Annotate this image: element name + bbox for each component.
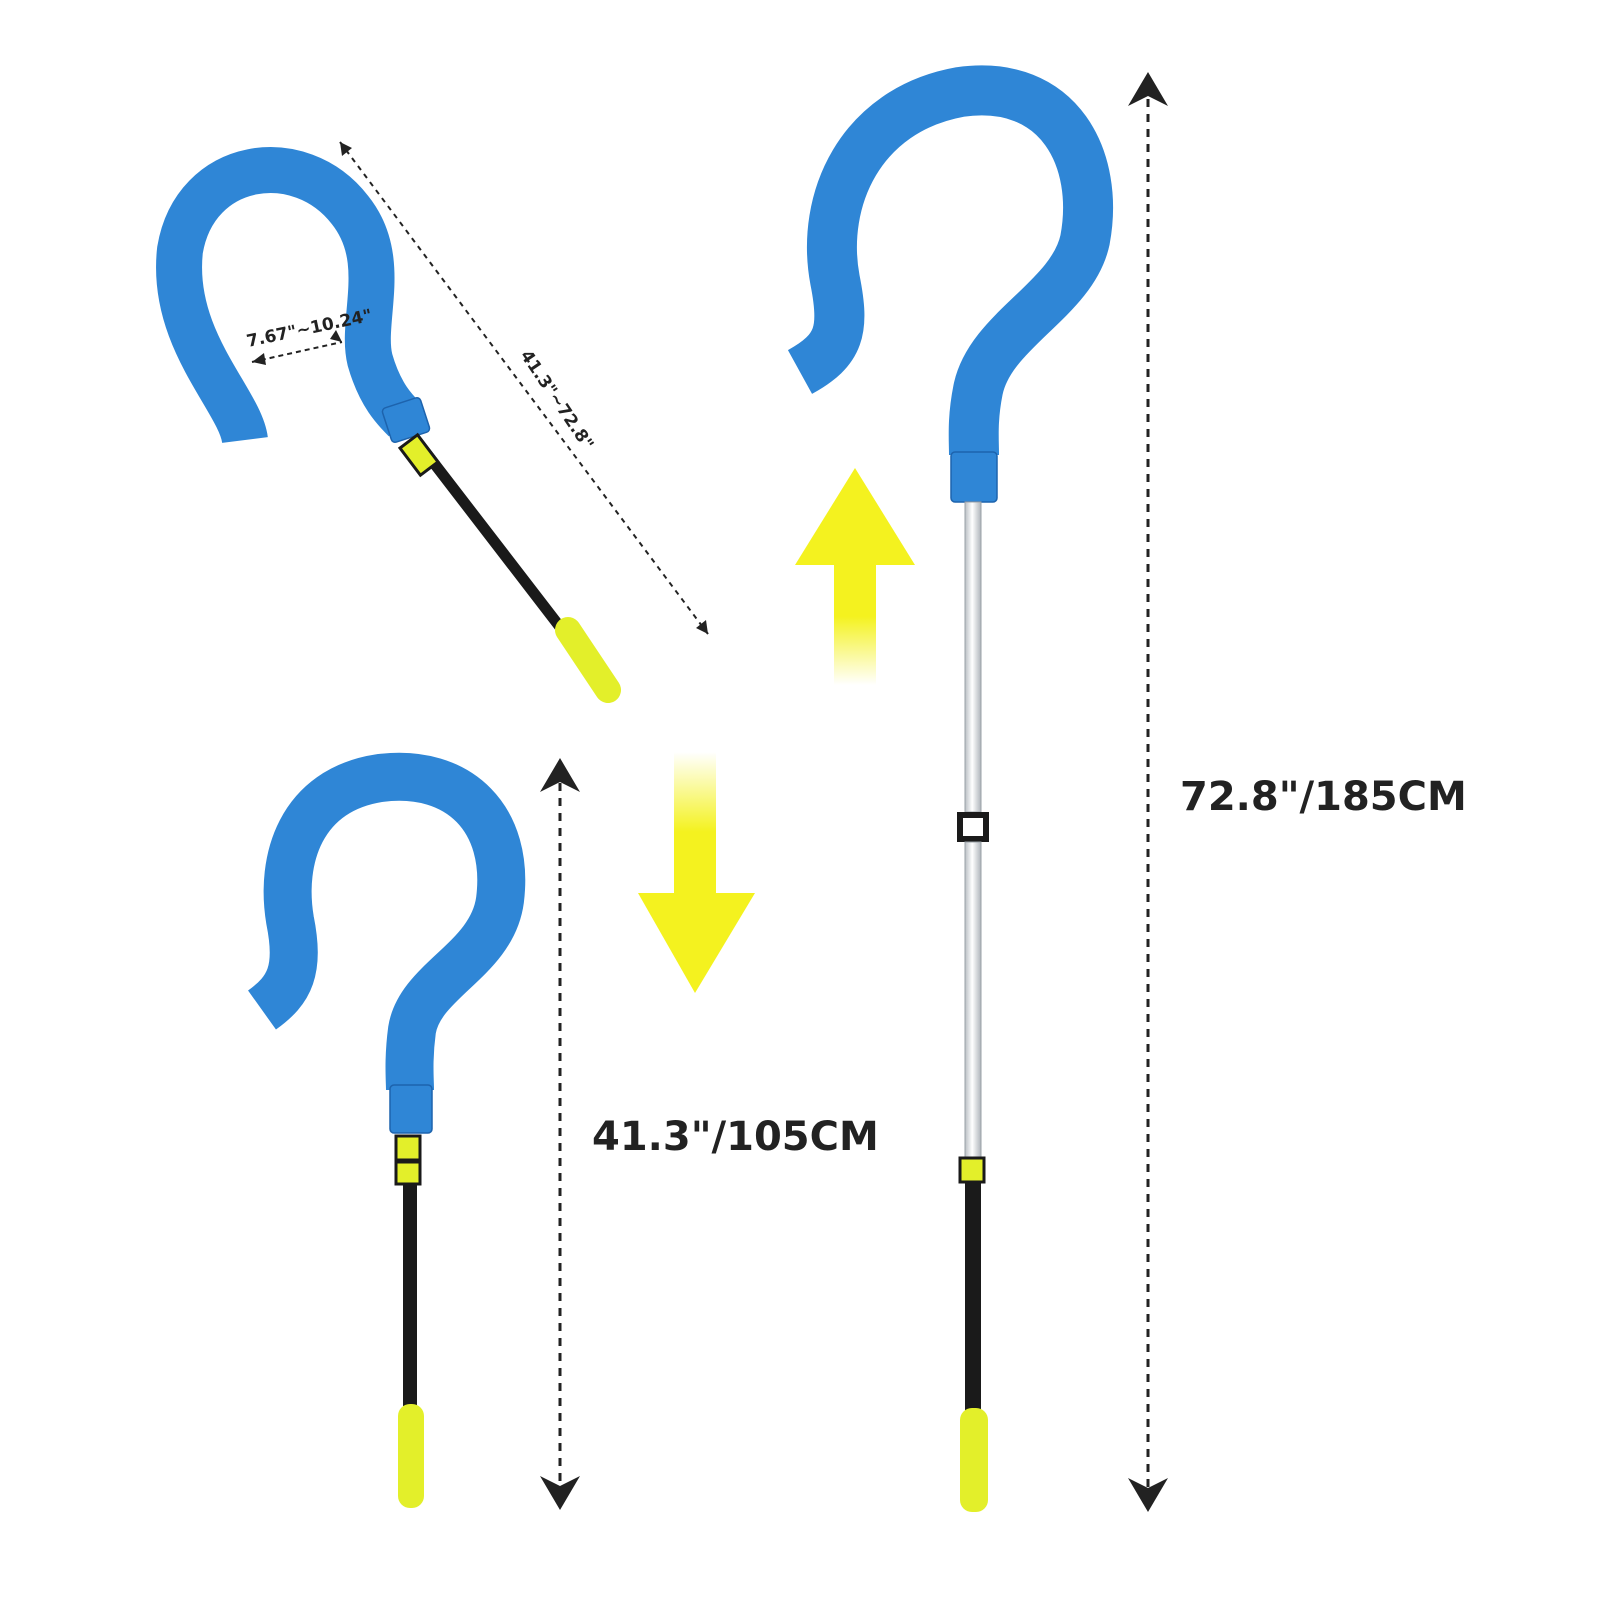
lock-clip-long-2 [958, 1156, 986, 1184]
pole-segment-tilted [414, 439, 576, 646]
adjust-range-label: 41.3"~72.8" [516, 347, 597, 454]
pole-segment-silver-top [964, 501, 982, 813]
lock-clip-short-2 [394, 1160, 422, 1186]
hook-pole-tilted [156, 147, 621, 703]
hook-pole-short [247, 752, 526, 1508]
hook-pole-long [787, 65, 1113, 1512]
grip-tilted [555, 617, 621, 703]
pole-segment-short [403, 1184, 417, 1406]
short-length-label: 41.3"/105CM [592, 1114, 879, 1160]
foam-collar-tilted [381, 396, 431, 444]
long-length-dimension [1128, 72, 1168, 1512]
lock-clip-short-1 [394, 1134, 422, 1162]
arrow-up-icon [795, 468, 915, 685]
pole-segment-silver-bottom [964, 841, 982, 1161]
foam-hook-short [247, 752, 526, 1091]
foam-collar-long [950, 451, 998, 503]
foam-collar-short [389, 1084, 433, 1134]
foam-hook-long [787, 65, 1113, 456]
long-length-label: 72.8"/185CM [1180, 774, 1467, 820]
lock-clip-long-1-slot [963, 818, 983, 836]
short-length-dimension [540, 758, 580, 1510]
lock-clip-tilted [397, 432, 441, 478]
foam-hook-tilted [156, 147, 422, 445]
grip-short [398, 1404, 424, 1508]
grip-long [960, 1408, 988, 1512]
pole-segment-long-black [965, 1182, 981, 1412]
arrow-down-icon [638, 752, 755, 993]
